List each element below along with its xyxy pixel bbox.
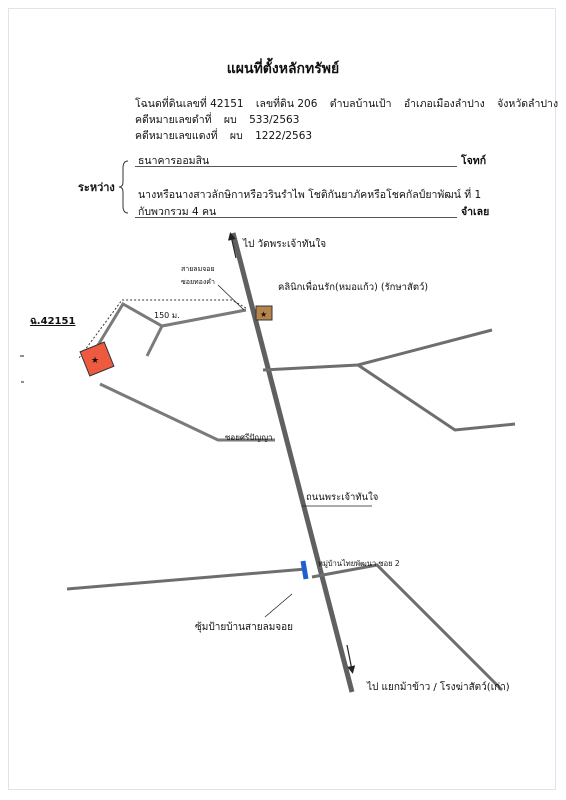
red-case-line: คดีหมายเลขแดงที่ ผบ 1222/2563 xyxy=(135,127,321,144)
deed-number: โฉนดที่ดินเลขที่ 42151 xyxy=(135,98,244,110)
province: จังหวัดลำปาง xyxy=(497,98,559,110)
subdistrict: ตำบลบ้านเป้า xyxy=(329,98,392,110)
defendant-line-2: กับพวกรวม 4 คน xyxy=(138,206,217,218)
red-case-label: คดีหมายเลขแดงที่ xyxy=(135,130,218,142)
parcel-star-icon: ★ xyxy=(91,356,99,366)
village-soi-road xyxy=(311,563,504,692)
black-case-line: คดีหมายเลขดำที่ ผบ 533/2563 xyxy=(135,111,308,128)
south-destination-label: ไป แยกม้าข้าว / โรงฆ่าสัตว์(เก่า) xyxy=(366,680,510,693)
parcel-marker xyxy=(79,341,115,377)
north-destination-label: ไป วัดพระเจ้าทันใจ xyxy=(242,238,326,250)
soi-sri-panya xyxy=(99,382,275,442)
deed-line: โฉนดที่ดินเลขที่ 42151 เลขที่ดิน 206 ตำบ… xyxy=(135,95,566,112)
lane-saiyom-joy xyxy=(87,301,247,361)
main-road xyxy=(230,232,355,693)
plaintiff-name: ธนาคารออมสิน xyxy=(138,155,210,167)
lane-name-line-1: สายลมจอย xyxy=(181,265,215,273)
clinic-label: คลินิกเพื่อนรัก(หมอแก้ว) (รักษาสัตว์) xyxy=(278,280,428,293)
east-road-upper xyxy=(262,328,493,372)
arch-pointer xyxy=(264,593,293,618)
document-title: แผนที่ตั้งหลักทรัพย์ xyxy=(226,61,340,77)
clinic-star-icon: ★ xyxy=(260,310,267,319)
distance-label: 150 ม. xyxy=(154,311,180,320)
plaintiff-role: โจทก์ xyxy=(461,155,487,167)
distance-dotted-line xyxy=(78,299,247,359)
defendant-rule xyxy=(135,217,457,218)
land-number: เลขที่ดิน 206 xyxy=(255,98,318,110)
black-case-number: 533/2563 xyxy=(249,114,300,126)
arch-label: ซุ้มป้ายบ้านสายลมจอย xyxy=(195,621,293,633)
red-case-number: 1222/2563 xyxy=(255,130,313,142)
clinic-marker xyxy=(255,305,273,321)
red-case-prefix: ผบ xyxy=(229,130,243,142)
black-case-prefix: ผบ xyxy=(223,114,237,126)
north-arrow-icon xyxy=(227,232,237,259)
west-road-lower xyxy=(66,567,307,591)
between-label: ระหว่าง xyxy=(78,181,115,194)
lane-name-pointer xyxy=(217,284,245,311)
arch-marker xyxy=(300,560,309,580)
village-soi-label: หมู่บ้านไทยพัฒนา ซอย 2 xyxy=(318,559,400,568)
east-road-branch xyxy=(357,363,516,432)
lane-name-line-2: ซอยทองคำ xyxy=(181,278,215,286)
page-frame xyxy=(8,8,556,790)
district: อำเภอเมืองลำปาง xyxy=(403,98,485,110)
defendant-role: จำเลย xyxy=(461,206,490,218)
parcel-label: ฉ.42151 xyxy=(30,316,75,327)
lane-spur xyxy=(145,325,164,357)
south-arrow-icon xyxy=(346,644,356,674)
defendant-line-1: นางหรือนางสาวลักษิกาหรือวรินรำไพ โชติกัน… xyxy=(138,189,482,201)
black-case-label: คดีหมายเลขดำที่ xyxy=(135,114,212,126)
main-road-label: ถนนพระเจ้าทันใจ xyxy=(306,491,378,503)
soi-sri-panya-label: ซอยศรีปัญญา xyxy=(225,433,273,442)
brace-icon xyxy=(118,160,129,214)
plaintiff-rule xyxy=(135,166,457,167)
